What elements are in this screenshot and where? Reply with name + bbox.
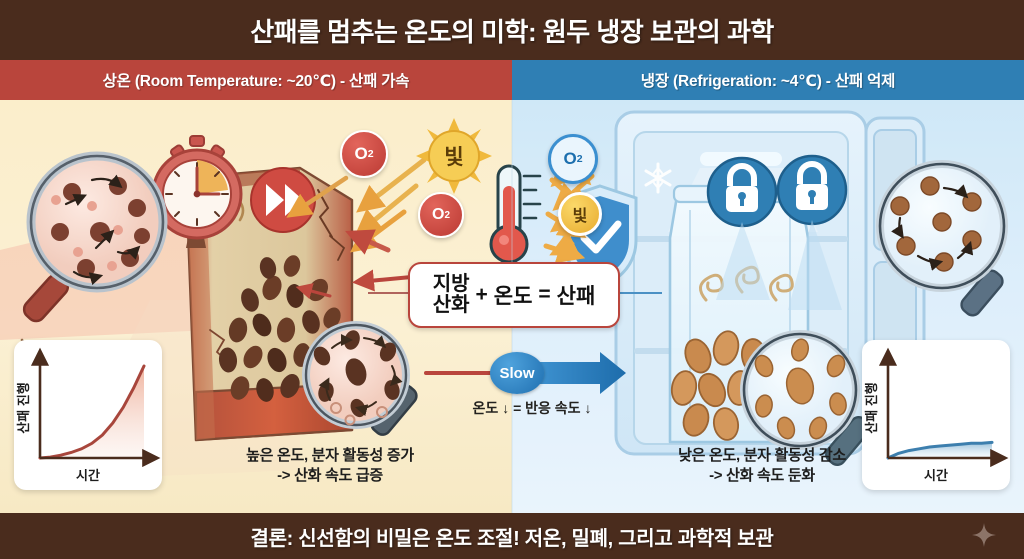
caption-refrigeration: 낮은 온도, 분자 활동성 감소 -> 산화 속도 둔화 xyxy=(604,446,920,487)
panel-header-room-temperature: 상온 (Room Temperature: ~20℃) - 산패 가속 xyxy=(0,60,512,100)
formula-term-fat-oxidation: 지방 산화 xyxy=(432,273,470,316)
formula-connector-left xyxy=(368,292,410,294)
panel-header-right-label: 냉장 (Refrigeration: ~4℃) - 산패 억제 xyxy=(640,73,896,90)
footer-bar: 결론: 신선함의 비밀은 온도 조절! 저온, 밀폐, 그리고 과학적 보관 xyxy=(0,513,1024,559)
formula-result: 산패 xyxy=(556,285,596,308)
formula-equals: = xyxy=(538,283,551,306)
caption-right-line2: -> 산화 속도 둔화 xyxy=(709,467,815,485)
caption-right-line1: 낮은 온도, 분자 활동성 감소 xyxy=(678,447,846,464)
chart-right-ylabel: 산패 진행 xyxy=(864,382,879,433)
sun-light-icon xyxy=(416,118,492,194)
caption-room-temperature: 높은 온도, 분자 활동성 증가 -> 산화 속도 급증 xyxy=(172,446,488,487)
slow-badge: Slow xyxy=(490,352,544,394)
chart-right-xlabel: 시간 xyxy=(924,468,948,483)
chart-room-temperature: 시간 산패 진행 xyxy=(14,340,162,490)
formula-box: 지방 산화 + 온도 = 산패 xyxy=(408,262,620,328)
title-bar: 산패를 멈추는 온도의 미학: 원두 냉장 보관의 과학 xyxy=(0,0,1024,60)
formula-plus: + xyxy=(475,283,488,306)
slow-transition: Slow xyxy=(424,352,640,394)
formula-term-temperature: 온도 xyxy=(493,285,533,308)
chart-left-ylabel: 산패 진행 xyxy=(16,382,31,433)
formula-connector-right xyxy=(616,292,662,294)
sparkle-icon xyxy=(972,523,996,547)
chart-left-xlabel: 시간 xyxy=(76,468,100,483)
sun-light-label: 빛 xyxy=(444,146,464,169)
caption-left-line2: -> 산화 속도 급증 xyxy=(277,467,383,485)
chart-refrigeration: 시간 산패 진행 xyxy=(862,340,1010,490)
light-bubble-right: 빛 xyxy=(558,192,602,236)
slow-line xyxy=(424,371,504,375)
caption-left-line1: 높은 온도, 분자 활동성 증가 xyxy=(246,447,414,464)
panel-header-refrigeration: 냉장 (Refrigeration: ~4℃) - 산패 억제 xyxy=(512,60,1024,100)
slow-caption: 온도 ↓ = 반응 속도 ↓ xyxy=(472,400,592,416)
page-title: 산패를 멈추는 온도의 미학: 원두 냉장 보관의 과학 xyxy=(250,16,774,47)
conclusion-text: 결론: 신선함의 비밀은 온도 조절! 저온, 밀폐, 그리고 과학적 보관 xyxy=(250,527,774,550)
panel-header-left-label: 상온 (Room Temperature: ~20℃) - 산패 가속 xyxy=(102,73,410,90)
